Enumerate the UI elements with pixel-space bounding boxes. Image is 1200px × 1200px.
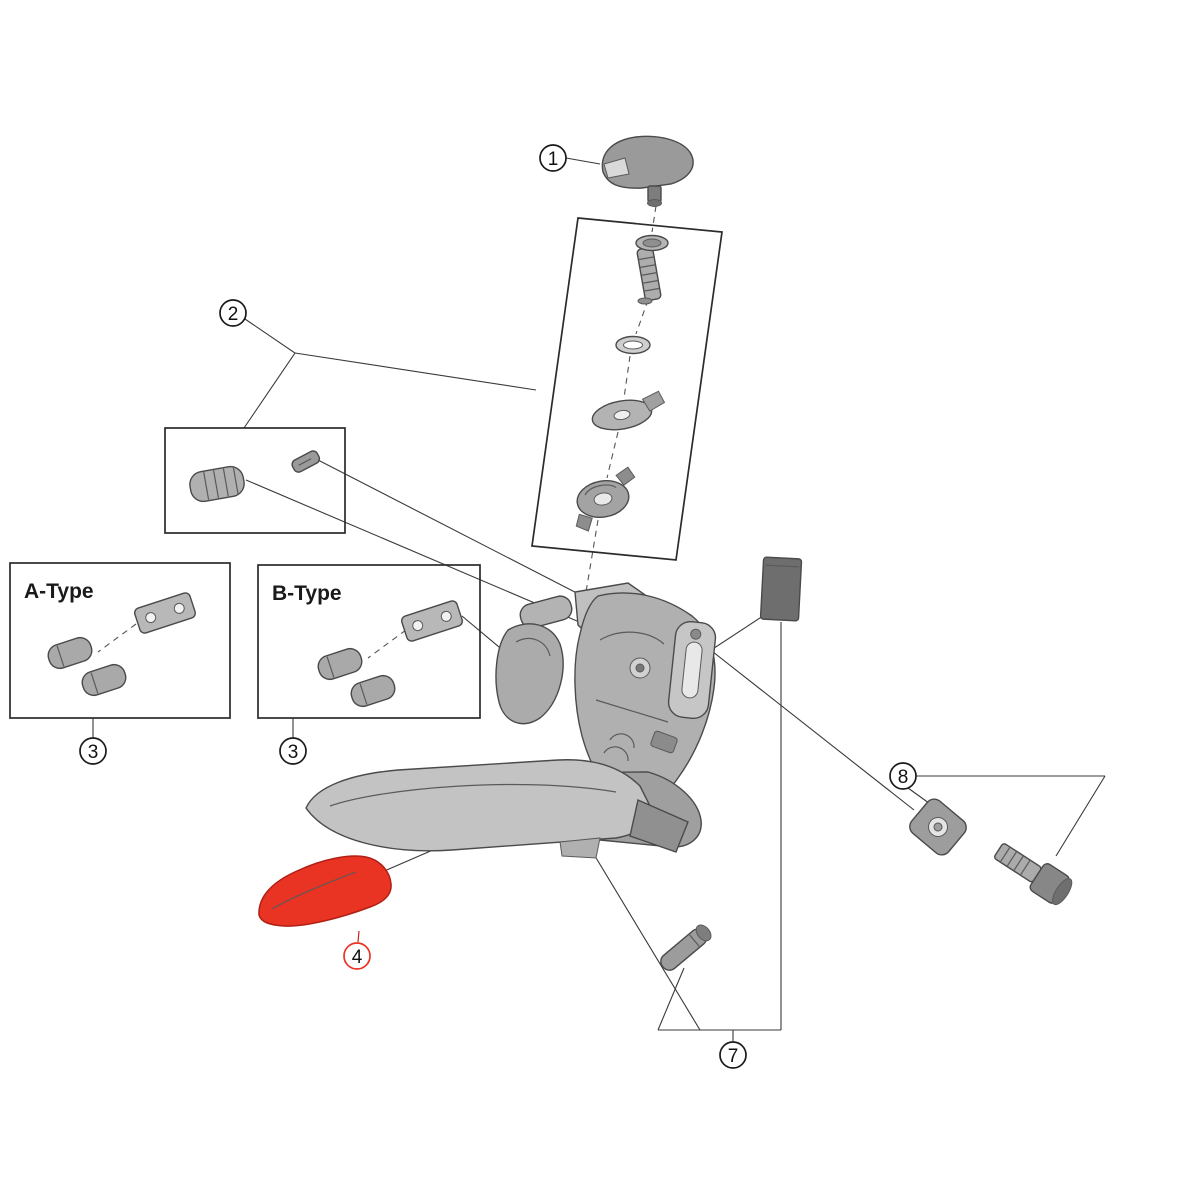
part-nut-plate: [909, 798, 967, 856]
screw: [635, 234, 669, 305]
leader-line-red: [357, 930, 360, 943]
callout-3-a: 3: [79, 737, 107, 765]
callout-4-highlighted: 4: [343, 942, 371, 970]
part2-group-box: [531, 217, 723, 561]
part-cable-cap: [601, 135, 694, 207]
part-clamp-bolt: [994, 843, 1073, 906]
leader-lines: [92, 157, 1106, 1041]
a-type-kit: [47, 592, 196, 697]
callout-8: 8: [889, 762, 917, 790]
cam-plate: [591, 390, 666, 431]
callout-circle: [219, 299, 247, 327]
a-type-box: [9, 562, 231, 719]
callout-3-b: 3: [279, 737, 307, 765]
leader-line: [657, 967, 685, 1031]
leader-line: [1055, 775, 1106, 857]
dashed-axis: [585, 519, 599, 593]
leader-line: [317, 459, 603, 607]
leader-line: [243, 318, 296, 429]
callout-number: 8: [898, 767, 909, 788]
callout-circle-red: [343, 942, 371, 970]
skid-plate-highlight: [271, 871, 357, 910]
spring-catch: [575, 466, 636, 532]
b-type-label: B-Type: [272, 582, 342, 605]
callout-7: 7: [719, 1041, 747, 1069]
callout-circle: [719, 1041, 747, 1069]
callout-1: 1: [539, 144, 567, 172]
part-barrel-and-screw: [189, 450, 321, 503]
dashed-axis: [651, 205, 657, 233]
assembly-axes: [97, 205, 657, 659]
callout-circle: [539, 144, 567, 172]
leader-line: [577, 827, 701, 1031]
callout-2: 2: [219, 299, 247, 327]
o-ring: [615, 335, 651, 355]
derailleur-body: [305, 582, 717, 859]
leader-line: [245, 479, 585, 625]
callout-circle: [279, 737, 307, 765]
part-tension-screw-stack: [575, 234, 669, 532]
a-type-label: A-Type: [24, 580, 94, 603]
part-skid-plate-highlighted: [258, 855, 392, 927]
callout-number: 3: [88, 742, 99, 763]
callout-number-red: 4: [352, 947, 363, 968]
dashed-axis: [606, 431, 619, 479]
part2-small-parts-box: [164, 427, 346, 534]
leader-line: [707, 647, 915, 811]
leader-line: [294, 352, 537, 391]
dashed-axis: [623, 355, 631, 399]
part-backup-plate: [759, 556, 803, 622]
callout-circle: [79, 737, 107, 765]
callout-number: 7: [728, 1046, 739, 1067]
callout-number: 3: [288, 742, 299, 763]
dashed-axis: [367, 629, 407, 659]
leader-line: [565, 157, 601, 165]
callout-circle: [889, 762, 917, 790]
dashed-axis: [97, 623, 137, 653]
callout-number: 1: [548, 149, 559, 170]
callout-number: 2: [228, 304, 239, 325]
b-type-box: [257, 564, 481, 719]
part-adjust-pin: [660, 924, 712, 971]
dashed-axis: [635, 299, 649, 335]
skid-plate-shape: [258, 855, 392, 927]
b-type-kit: [317, 600, 463, 708]
